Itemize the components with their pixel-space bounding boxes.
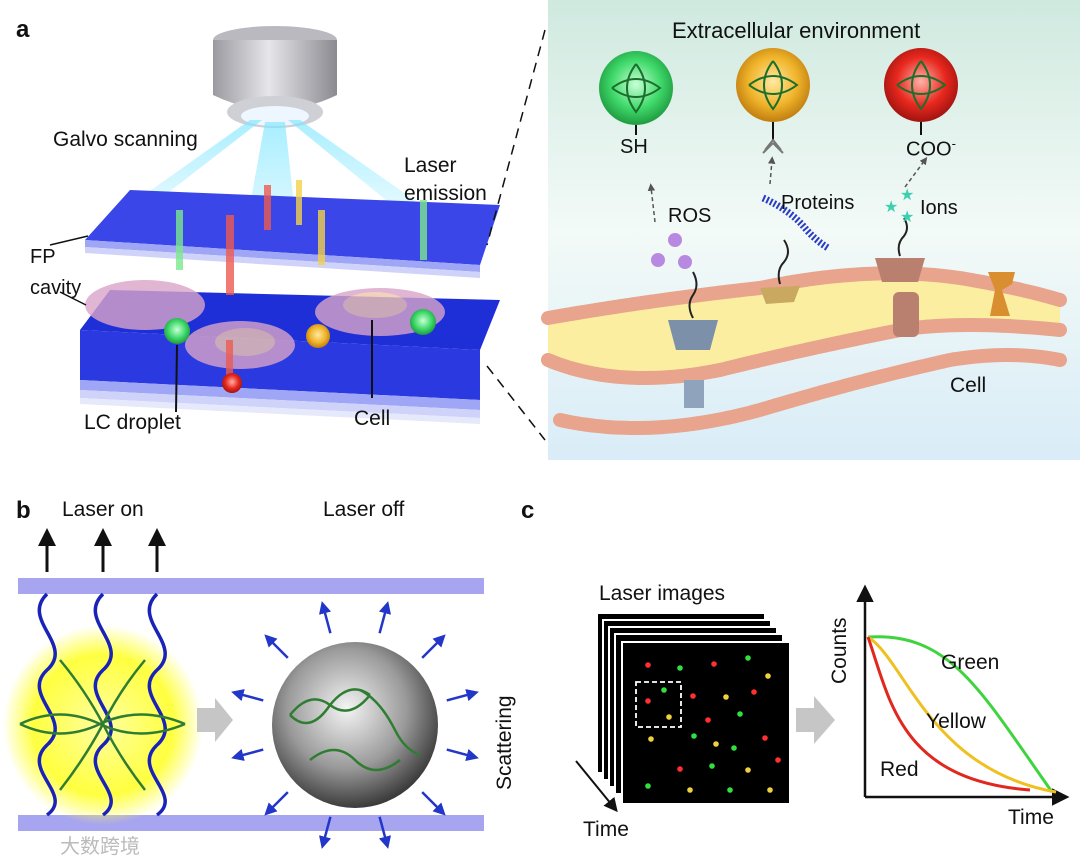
laser-spot xyxy=(713,741,719,747)
laser-spot xyxy=(745,767,751,773)
scatter-arrow xyxy=(447,693,473,700)
proteins-label: Proteins xyxy=(781,192,854,215)
lc-droplet-pointer xyxy=(176,345,177,412)
laser-spot xyxy=(645,783,651,789)
green-curve-label: Green xyxy=(941,651,999,675)
panel-b-label: b xyxy=(16,497,31,525)
laser-spot xyxy=(762,735,768,741)
sh-label: SH xyxy=(620,136,648,159)
laser-spot xyxy=(765,673,771,679)
laser-spot xyxy=(727,787,733,793)
laser-spot xyxy=(687,787,693,793)
panel-a-label: a xyxy=(16,16,29,44)
fp-pointer-1 xyxy=(50,236,88,245)
laser-spot xyxy=(666,714,672,720)
laser-spot xyxy=(745,655,751,661)
top-mirror xyxy=(18,578,484,594)
laser-spot xyxy=(723,694,729,700)
laser-spot xyxy=(711,661,717,667)
laser-spot xyxy=(691,733,697,739)
laser-spot xyxy=(677,766,683,772)
coo-superscript: - xyxy=(952,136,956,151)
transition-arrow-c xyxy=(796,696,835,744)
scattering-droplet xyxy=(272,642,438,808)
laser-spot xyxy=(661,687,667,693)
laser-spot xyxy=(645,662,651,668)
ions-label: Ions xyxy=(920,197,958,220)
scattering-label: Scattering xyxy=(493,680,517,790)
laser-images-label: Laser images xyxy=(599,582,725,606)
laser-spot xyxy=(677,665,683,671)
laser-spot xyxy=(731,745,737,751)
zoom-line-top xyxy=(487,30,545,245)
laser-spot xyxy=(705,717,711,723)
galvo-scanning-label: Galvo scanning xyxy=(53,128,198,152)
laser-spot xyxy=(775,757,781,763)
time-axis-label: Time xyxy=(1008,806,1054,830)
laser-spot xyxy=(645,698,651,704)
scatter-arrow xyxy=(323,607,330,633)
microscope-objective xyxy=(213,26,337,128)
laser-emission-label-2: emission xyxy=(404,182,487,206)
cell-label-right: Cell xyxy=(950,374,986,398)
extracellular-label: Extracellular environment xyxy=(672,18,920,44)
svg-text:★: ★ xyxy=(884,199,898,216)
scatter-arrow xyxy=(422,792,441,811)
yellow-curve-label: Yellow xyxy=(926,710,986,734)
laser-spot xyxy=(767,787,773,793)
counts-axis-label: Counts xyxy=(828,617,852,684)
laser-spot xyxy=(751,689,757,695)
lc-droplet-label: LC droplet xyxy=(84,411,181,435)
panel-c-label: c xyxy=(521,497,534,525)
zoom-line-bottom xyxy=(487,366,545,440)
svg-text:★: ★ xyxy=(900,187,914,204)
laser-on-label: Laser on xyxy=(62,498,144,522)
fp-label-2: cavity xyxy=(30,277,81,300)
scatter-arrow xyxy=(269,792,288,811)
scatter-arrow xyxy=(422,639,441,658)
scatter-arrow xyxy=(447,750,473,757)
svg-text:★: ★ xyxy=(900,209,914,226)
laser-on-arrows xyxy=(47,537,157,572)
fp-label-1: FP xyxy=(30,246,56,269)
scatter-arrow xyxy=(269,639,288,658)
laser-image-stack xyxy=(597,613,790,804)
laser-emission-label-1: Laser xyxy=(404,154,457,178)
laser-spot xyxy=(709,763,715,769)
watermark: 大数跨境 xyxy=(60,830,140,859)
coo-label: COO- xyxy=(906,136,956,162)
scatter-arrow xyxy=(380,607,387,633)
laser-spot xyxy=(737,711,743,717)
time-stack-label: Time xyxy=(583,818,629,842)
cell-label-left: Cell xyxy=(354,407,390,431)
laser-spot xyxy=(648,736,654,742)
coo-text: COO xyxy=(906,139,952,161)
scatter-arrow xyxy=(237,750,263,757)
ros-label: ROS xyxy=(668,205,711,228)
laser-off-label: Laser off xyxy=(323,498,404,522)
scatter-arrow xyxy=(237,693,263,700)
red-curve-label: Red xyxy=(880,758,919,782)
laser-spot xyxy=(690,693,696,699)
